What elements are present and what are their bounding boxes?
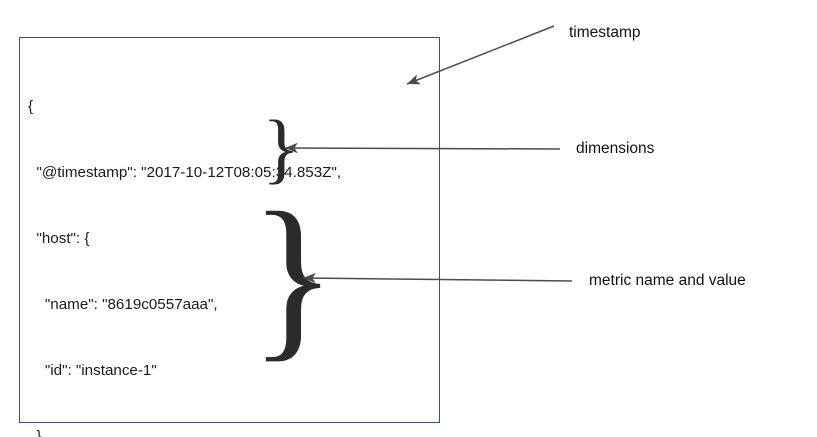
json-line-host-id: "id": "instance-1" [28, 362, 157, 379]
json-line-host-name: "name": "8619c0557aaa", [28, 296, 218, 313]
label-metric-name-and-value: metric name and value [589, 272, 746, 289]
json-line: { [28, 98, 34, 115]
brace-metric: } [249, 176, 337, 377]
label-timestamp: timestamp [569, 24, 641, 41]
json-line-host-open: "host": { [28, 230, 90, 247]
json-line-timestamp: "@timestamp": "2017-10-12T08:05:34.853Z"… [28, 164, 342, 181]
label-dimensions: dimensions [576, 140, 655, 157]
json-code-block: { "@timestamp": "2017-10-12T08:05:34.853… [28, 52, 448, 437]
json-line-host-close: }, [28, 428, 46, 437]
json-document-box [19, 37, 440, 423]
